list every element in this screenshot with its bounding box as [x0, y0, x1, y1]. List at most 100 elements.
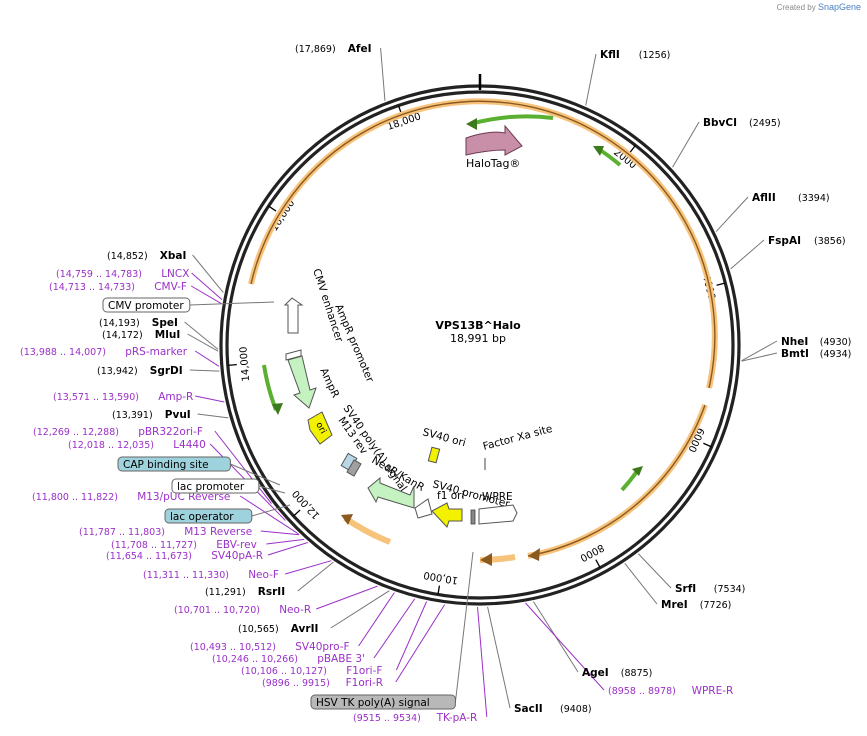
enzyme-site[interactable]: NheI(4930): [781, 336, 851, 348]
primer-leader: [316, 585, 378, 610]
feature-box-frame: [310, 694, 456, 710]
enzyme-site[interactable]: (10,565)AvrII: [238, 623, 318, 635]
feature-box-label: CMV promoter: [108, 300, 184, 312]
primer-site[interactable]: (11,800 .. 11,822)M13/pUC Reverse: [32, 491, 230, 503]
enzyme-name: SrfI: [675, 583, 696, 595]
primer-site[interactable]: (12,018 .. 12,035)L4440: [68, 439, 206, 451]
ampr-feature[interactable]: [287, 355, 317, 409]
wpre-feature[interactable]: [478, 504, 518, 525]
cmv-enhancer-feature[interactable]: [283, 297, 304, 334]
enzyme-position: (1256): [639, 50, 671, 61]
primer-leader: [195, 395, 225, 403]
enzyme-site[interactable]: BmtI(4934): [781, 348, 851, 360]
primer-site[interactable]: (11,311 .. 11,330)Neo-F: [143, 569, 279, 581]
enzyme-name: MluI: [155, 329, 180, 341]
enzyme-site[interactable]: (14,852)XbaI: [107, 250, 186, 262]
primer-site[interactable]: (12,269 .. 12,288)pBR322ori-F: [33, 426, 203, 438]
feature-box[interactable]: CAP binding site: [117, 456, 231, 472]
snapgene-credit: Created by SnapGene: [777, 2, 861, 12]
primer-site[interactable]: (9515 .. 9534) TK-pA-R: [353, 712, 477, 724]
enzyme-leader: [741, 340, 778, 362]
enzyme-site[interactable]: MreI(7726): [661, 599, 731, 611]
green-arrowhead-2: [593, 146, 604, 156]
primer-leader: [190, 285, 222, 305]
enzyme-name: BmtI: [781, 348, 809, 360]
primer-leader: [214, 430, 272, 504]
enzyme-site[interactable]: SrfI(7534): [675, 583, 745, 595]
primer-name: Amp-R: [158, 391, 193, 403]
enzyme-site[interactable]: (13,942)SgrDI: [97, 365, 183, 377]
enzyme-site[interactable]: (14,193)SpeI: [99, 317, 178, 329]
primer-site[interactable]: (10,493 .. 10,512)SV40pro-F: [190, 641, 350, 653]
primer-site[interactable]: (10,246 .. 10,266)pBABE 3': [212, 653, 365, 665]
feature-box-leader: [454, 551, 474, 703]
primer-position: (8958 .. 8978): [608, 686, 676, 697]
primer-name: F1ori-F: [346, 665, 382, 677]
primer-site[interactable]: (10,106 .. 10,127) F1ori-F: [241, 665, 382, 677]
primer-name: TK-pA-R: [436, 712, 478, 724]
primer-site[interactable]: (13,988 .. 14,007)pRS-marker: [20, 346, 188, 358]
enzyme-leader: [192, 254, 224, 293]
enzyme-position: (11,291): [205, 587, 246, 598]
tick-label: 14,000: [238, 346, 252, 382]
primer-site[interactable]: (8958 .. 8978)WPRE-R: [608, 685, 733, 697]
enzyme-site[interactable]: (17,869)AfeI: [295, 43, 372, 55]
green-arrowhead-1: [466, 118, 477, 130]
enzyme-site[interactable]: AflII(3394): [752, 192, 830, 204]
enzyme-site[interactable]: KflI(1256): [600, 49, 670, 61]
sv40-ori-feature[interactable]: [427, 446, 441, 464]
tick-mark: [437, 585, 441, 595]
primer-site[interactable]: (13,571 .. 13,590)Amp-R: [53, 391, 193, 403]
primer-site[interactable]: (11,787 .. 11,803)M13 Reverse: [79, 526, 252, 538]
primer-position: (10,106 .. 10,127): [241, 666, 327, 677]
feature-box-leader: [230, 463, 281, 486]
primer-position: (11,654 .. 11,673): [106, 551, 192, 562]
site-labels: (17,869)AfeI KflI(1256) BbvCI(2495) AflII(3…: [20, 43, 851, 724]
primer-site[interactable]: (14,759 .. 14,783)LNCX: [56, 268, 189, 280]
primer-site[interactable]: (9896 .. 9915)F1ori-R: [262, 677, 383, 689]
ori-feature[interactable]: [307, 411, 333, 445]
primer-position: (10,246 .. 10,266): [212, 654, 298, 665]
leader-lines: [184, 47, 778, 718]
sv40-polya-feature[interactable]: [346, 459, 362, 477]
enzyme-name: BbvCI: [703, 117, 737, 129]
primer-leader: [477, 606, 488, 718]
green-arrowhead-4: [272, 403, 283, 415]
tick-mark: [268, 205, 277, 212]
primer-position: (10,493 .. 10,512): [190, 642, 276, 653]
primer-site[interactable]: (14,713 .. 14,733) CMV-F: [49, 281, 187, 293]
tick-mark: [703, 442, 712, 448]
primer-position: (9515 .. 9534): [353, 713, 421, 724]
primer-site[interactable]: (11,708 .. 11,727)EBV-rev: [111, 539, 257, 551]
feature-box[interactable]: CMV promoter: [102, 297, 191, 313]
enzyme-site[interactable]: FspAI(3856): [768, 235, 846, 247]
sv40-promoter-feature[interactable]: [414, 498, 433, 519]
halotag-feature[interactable]: [465, 124, 523, 156]
enzyme-site[interactable]: SacII(9408): [514, 703, 592, 715]
enzyme-position: (10,565): [238, 624, 279, 635]
factor-xa-feature[interactable]: [470, 509, 476, 525]
primer-name: CMV-F: [154, 281, 187, 293]
primer-site[interactable]: (11,654 .. 11,673)SV40pA-R: [106, 550, 263, 562]
enzyme-site[interactable]: (13,391)PvuI: [112, 409, 191, 421]
primer-position: (14,713 .. 14,733): [49, 282, 135, 293]
enzyme-site[interactable]: AgeI(8875): [582, 667, 652, 679]
neor-feature[interactable]: [367, 476, 415, 509]
enzyme-position: (4930): [820, 337, 852, 348]
enzyme-position: (3856): [814, 236, 846, 247]
f1-ori-feature[interactable]: [431, 502, 463, 528]
primer-site[interactable]: (10,701 .. 10,720)Neo-R: [174, 604, 311, 616]
f1-ori-label: f1 ori: [437, 490, 464, 502]
enzyme-site[interactable]: (11,291)RsrII: [205, 586, 285, 598]
feature-box-frame: [164, 508, 253, 524]
feature-box[interactable]: HSV TK poly(A) signal: [310, 694, 456, 710]
enzyme-site[interactable]: BbvCI(2495): [703, 117, 781, 129]
enzyme-site[interactable]: (14,172)MluI: [102, 329, 180, 341]
feature-box[interactable]: lac operator: [164, 508, 253, 524]
enzyme-position: (7726): [700, 600, 732, 611]
primer-name: M13/pUC Reverse: [137, 491, 230, 503]
feature-box[interactable]: lac promoter: [171, 478, 260, 494]
small-orange-arrow-2: [341, 514, 353, 525]
enzyme-leader: [715, 196, 749, 232]
primer-leader: [525, 602, 605, 691]
